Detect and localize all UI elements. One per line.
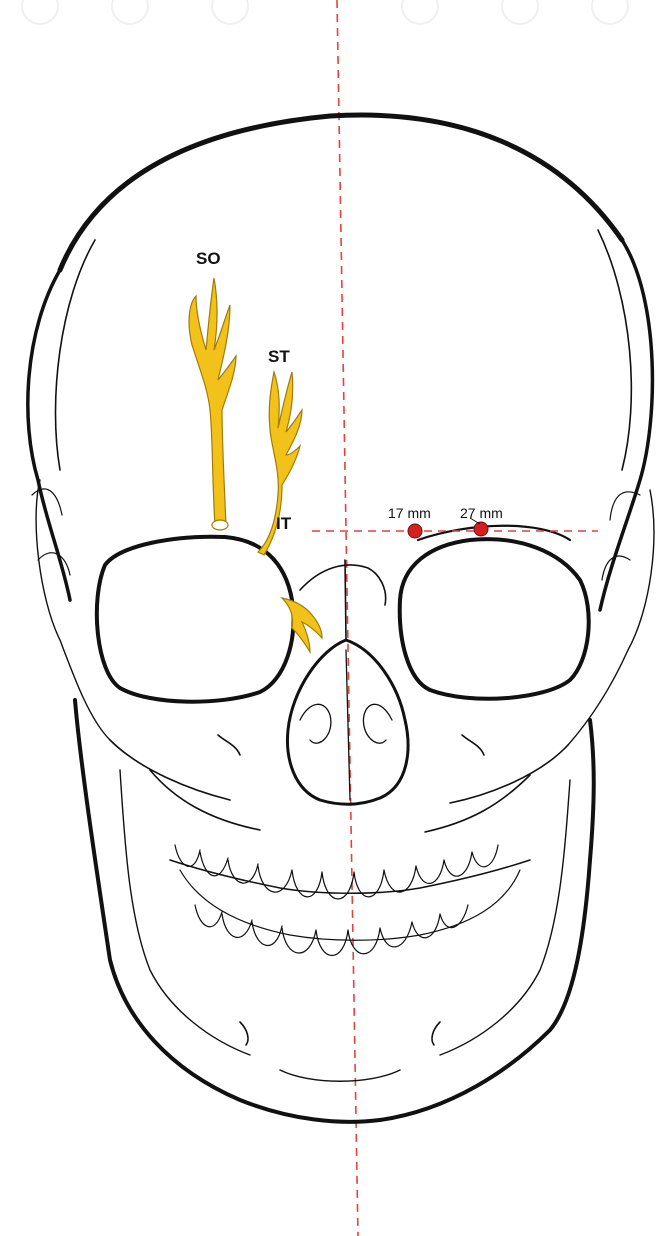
watermark (22, 0, 628, 24)
mandible-inner (120, 770, 570, 1055)
jaw-teeth-lines (180, 870, 520, 940)
zygoma-right (568, 490, 654, 745)
nasal-turbinates (300, 650, 392, 800)
infraorbital-foramen-right (462, 735, 484, 755)
lower-teeth (195, 905, 468, 956)
temporal-line-right (598, 230, 631, 470)
label-17mm: 17 mm (388, 505, 431, 521)
cranium-right-side (600, 240, 652, 610)
nerve-it (282, 598, 322, 652)
marker-27mm (474, 522, 488, 536)
label-so: SO (196, 249, 221, 268)
orbit-left (97, 537, 294, 702)
label-it: IT (276, 514, 292, 533)
orbit-right (400, 539, 589, 699)
cranium-vault (60, 115, 622, 270)
upper-teeth (175, 845, 498, 899)
chin (280, 1070, 400, 1081)
mental-foramen-right (432, 1022, 440, 1045)
label-st: ST (268, 347, 290, 366)
cranium-left-side (28, 270, 70, 600)
mental-foramen-left (240, 1022, 248, 1045)
mandible (75, 700, 594, 1122)
infraorbital-foramen-left (218, 735, 240, 755)
label-27mm: 27 mm (460, 505, 503, 521)
maxilla-left (110, 740, 260, 830)
marker-17mm (408, 524, 422, 538)
midline-guide (337, 0, 358, 1236)
maxilla-right (425, 745, 568, 832)
temporal-line-left (55, 240, 95, 470)
nerve-so (189, 278, 236, 530)
